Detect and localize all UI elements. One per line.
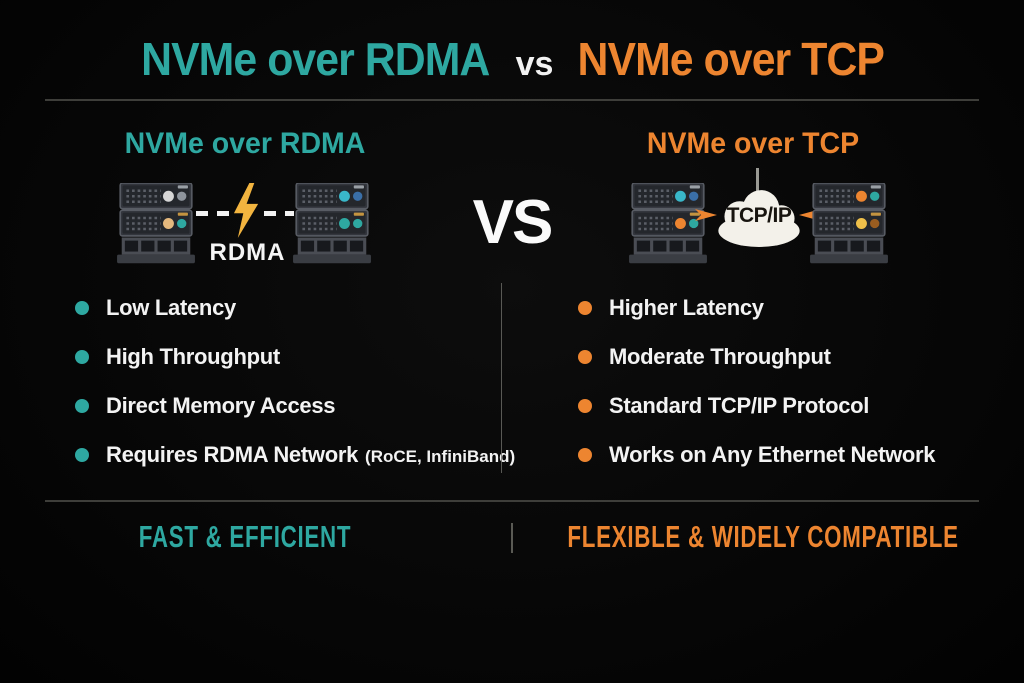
server-icon (293, 183, 371, 264)
bullet-text: Works on Any Ethernet Network (609, 441, 936, 467)
dashed-link-line (264, 211, 294, 216)
title-vs-text: vs (515, 45, 554, 83)
bullet-dot-icon (75, 300, 89, 315)
page-title: NVMe over RDMA vs NVMe over TCP (0, 36, 1024, 82)
bullet-dot-icon (578, 300, 592, 315)
vs-label: VS (472, 188, 554, 257)
bullet-dot-icon (578, 447, 592, 462)
rdma-feature-list: Low Latency High Throughput Direct Memor… (75, 292, 515, 488)
top-divider (45, 99, 979, 101)
right-column-heading: NVMe over TCP (646, 127, 860, 160)
footer-divider (511, 523, 513, 553)
bullet-text: Low Latency (106, 294, 236, 320)
title-tcp-text: NVMe over TCP (577, 33, 885, 85)
column-divider (501, 283, 502, 473)
list-item: Standard TCP/IP Protocol (578, 390, 1018, 421)
tcp-feature-list: Higher Latency Moderate Throughput Stand… (578, 292, 1018, 488)
antenna-line (756, 168, 759, 192)
arrow-right-icon (695, 206, 717, 224)
rdma-diagram: RDMA (117, 182, 372, 272)
dashed-link-line (196, 211, 234, 216)
bullet-dot-icon (578, 349, 592, 364)
bullet-text: High Throughput (106, 343, 280, 369)
bullet-dot-icon (578, 398, 592, 413)
bullet-dot-icon (75, 447, 89, 462)
bullet-text: Moderate Throughput (609, 343, 831, 369)
list-item: Higher Latency (578, 292, 1018, 323)
lightning-bolt-icon (229, 182, 262, 239)
rdma-summary-label: FAST & EFFICIENT (138, 519, 352, 554)
footer-top-divider (45, 500, 979, 502)
tcp-summary-label: FLEXIBLE & WIDELY COMPATIBLE (567, 519, 959, 554)
list-item: Requires RDMA Network (RoCE, InfiniBand) (75, 439, 515, 470)
bullet-text: Direct Memory Access (106, 392, 336, 418)
bullet-text: Standard TCP/IP Protocol (609, 392, 870, 418)
list-item: Moderate Throughput (578, 341, 1018, 372)
list-item: High Throughput (75, 341, 515, 372)
bullet-note: (RoCE, InfiniBand) (365, 446, 516, 466)
bullet-dot-icon (75, 398, 89, 413)
server-icon (810, 183, 888, 264)
title-rdma-text: NVMe over RDMA (141, 33, 490, 85)
bullet-dot-icon (75, 349, 89, 364)
list-item: Low Latency (75, 292, 515, 323)
bullet-text: Higher Latency (609, 294, 764, 320)
list-item: Works on Any Ethernet Network (578, 439, 1018, 470)
list-item: Direct Memory Access (75, 390, 515, 421)
server-icon (117, 183, 195, 264)
left-column-heading: NVMe over RDMA (124, 127, 366, 160)
bullet-text: Requires RDMA Network (106, 441, 359, 467)
tcp-diagram: TCP/IP (629, 168, 889, 272)
cloud-label: TCP/IP (726, 204, 792, 227)
rdma-link-label: RDMA (209, 239, 286, 266)
